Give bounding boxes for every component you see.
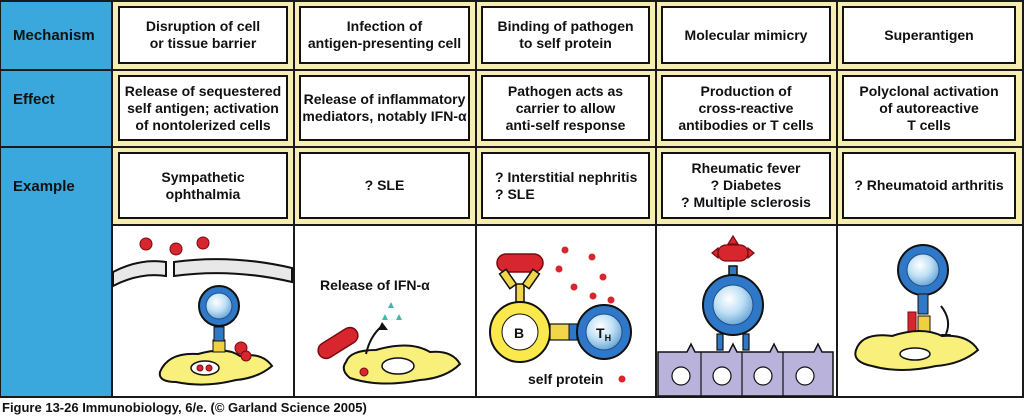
antibody-icon xyxy=(498,268,541,303)
pathogen-icon xyxy=(317,326,359,360)
self-protein-label: self protein xyxy=(528,371,603,387)
antigen-particles-icon xyxy=(555,246,626,383)
effect-cell-4: Production of cross-reactive antibodies … xyxy=(661,75,831,141)
example-cell-5: ? Rheumatoid arthritis xyxy=(842,152,1016,219)
self-antigen-icon xyxy=(196,341,252,372)
grid-line xyxy=(112,224,1024,226)
activation-arrow xyxy=(940,305,950,335)
pathogen-icon xyxy=(496,253,544,273)
mechanism-cell-5: Superantigen xyxy=(842,6,1016,64)
b-cell-nucleus-icon xyxy=(501,313,539,351)
row-label-example: Example xyxy=(13,178,75,195)
sequestered-antigen-icon xyxy=(139,236,210,256)
panel-5-illustration xyxy=(854,244,980,371)
example-cell-3: ? Interstitial nephritis ? SLE xyxy=(481,152,650,219)
grid-line xyxy=(0,396,1024,398)
mhc-molecule-icon xyxy=(917,315,931,333)
row-label-mechanism: Mechanism xyxy=(13,27,95,44)
row-header-mechanism: Mechanism xyxy=(0,0,112,70)
effect-cell-2: Release of inflammatory mediators, notab… xyxy=(299,75,470,141)
figure-caption: Figure 13-26 Immunobiology, 6/e. (© Garl… xyxy=(2,400,367,415)
illustrations-svg: Release of IFN-α xyxy=(112,234,980,397)
th-cell-label: TH xyxy=(596,325,611,343)
apc-nucleus-icon xyxy=(899,347,931,361)
panel-1-illustration xyxy=(112,236,293,386)
grid-line xyxy=(475,0,477,398)
th-cell-nucleus-icon xyxy=(585,313,623,351)
mhc-molecule-icon xyxy=(212,339,226,353)
grid-line xyxy=(111,0,113,398)
effect-cell-1: Release of sequestered self antigen; act… xyxy=(118,75,288,141)
tcr-icon xyxy=(568,323,578,341)
example-cell-4: Rheumatic fever ? Diabetes ? Multiple sc… xyxy=(661,152,831,219)
epithelium-icon xyxy=(657,342,834,397)
panel-4-illustration xyxy=(657,234,834,397)
b-cell-label: B xyxy=(514,325,524,341)
example-cell-1: Sympathetic ophthalmia xyxy=(118,152,288,219)
mechanism-cell-2: Infection of antigen-presenting cell xyxy=(299,6,470,64)
t-cell-nucleus-icon xyxy=(906,253,940,287)
arrowhead-icon xyxy=(378,322,388,330)
grid-line xyxy=(655,0,657,398)
tissue-nucleus-icon xyxy=(190,360,220,376)
epithelial-cell-icon xyxy=(671,352,815,396)
intracellular-pathogen-icon xyxy=(359,367,369,377)
grid-line xyxy=(293,0,295,398)
tissue-barrier-left xyxy=(112,260,167,288)
tcr-stalk-icon xyxy=(917,293,929,315)
ifn-release-label: Release of IFN-α xyxy=(320,277,430,293)
binding-site-icon xyxy=(716,333,750,351)
grid-line xyxy=(836,0,838,398)
effect-cell-5: Polyclonal activation of autoreactive T … xyxy=(842,75,1016,141)
row-label-effect: Effect xyxy=(13,91,55,108)
mechanism-cell-1: Disruption of cell or tissue barrier xyxy=(118,6,288,64)
tcr-stalk-icon xyxy=(213,326,225,342)
panel-2-illustration: Release of IFN-α xyxy=(317,277,462,385)
lymphocyte-nucleus-icon xyxy=(712,284,754,326)
ifn-alpha-icon xyxy=(382,302,402,320)
row-header-example: Example xyxy=(0,147,112,398)
mechanism-cell-3: Binding of pathogen to self protein xyxy=(481,6,650,64)
effect-cell-3: Pathogen acts as carrier to allow anti-s… xyxy=(481,75,650,141)
mechanism-table: Mechanism Effect Example Disruption of c… xyxy=(0,0,1024,398)
superantigen-icon xyxy=(907,311,917,333)
example-cell-2: ? SLE xyxy=(299,152,470,219)
pathogen-antigen-icon xyxy=(711,234,755,262)
mechanism-cell-4: Molecular mimicry xyxy=(661,6,831,64)
apc-nucleus-icon xyxy=(381,357,415,375)
panel-3-illustration: B TH self protein xyxy=(489,246,632,387)
row-header-effect: Effect xyxy=(0,70,112,147)
grid-line xyxy=(1022,0,1024,398)
tissue-barrier-right xyxy=(173,258,293,284)
grid-line xyxy=(0,0,1024,2)
t-cell-nucleus-icon xyxy=(205,292,233,320)
